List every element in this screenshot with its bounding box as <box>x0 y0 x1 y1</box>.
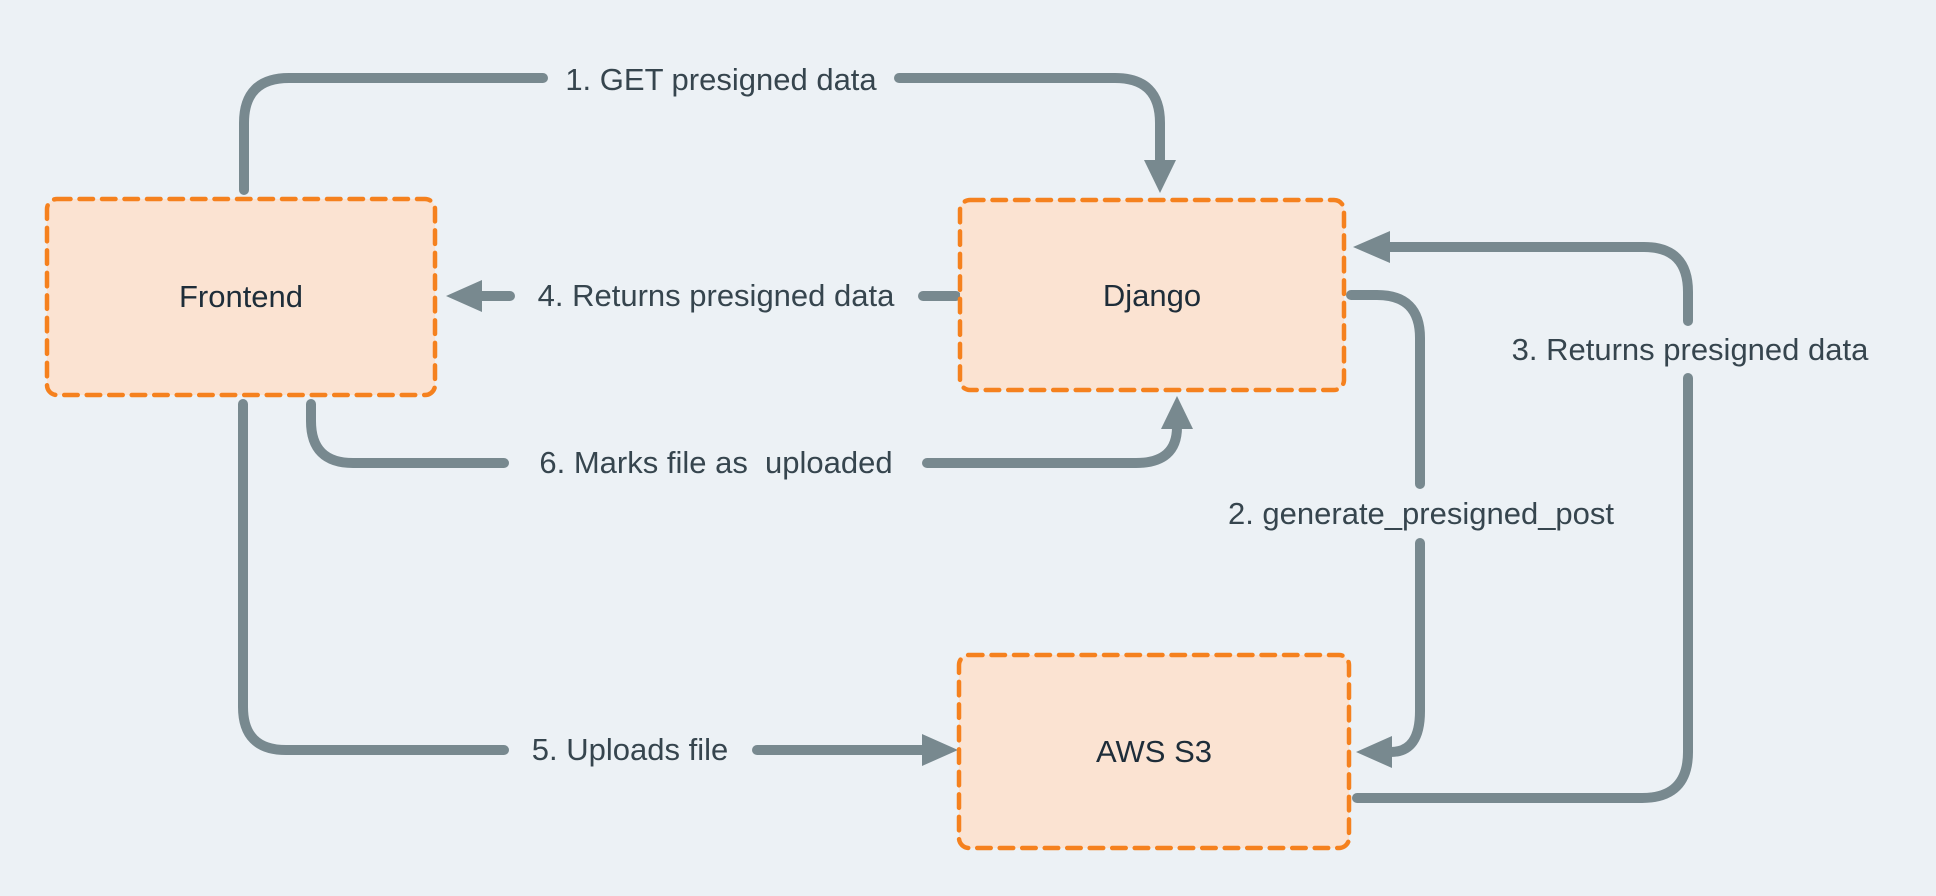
aws-s3-label: AWS S3 <box>1096 734 1212 769</box>
django-box <box>957 197 1347 393</box>
frontend-box <box>44 196 438 398</box>
edge-returns-presigned-data-to-django <box>1352 231 1693 803</box>
edge-marks-file-uploaded <box>306 396 1193 468</box>
edge-1-segment-right <box>894 73 1165 165</box>
edge-4-label: 4. Returns presigned data <box>538 278 895 313</box>
node-django: Django <box>957 197 1347 393</box>
edge-2-segment-bottom <box>1386 538 1425 757</box>
edge-6-segment-right <box>922 422 1182 468</box>
node-aws-s3: AWS S3 <box>956 652 1352 851</box>
arrowhead-left-icon <box>1353 231 1390 263</box>
edge-3-segment-top <box>1384 242 1693 326</box>
arrowhead-left-icon <box>1356 736 1392 768</box>
arrowhead-down-icon <box>1144 160 1176 193</box>
edge-returns-presigned-data-to-frontend <box>446 280 961 312</box>
edge-get-presigned-data <box>239 73 1176 195</box>
edge-1-label: 1. GET presigned data <box>565 62 877 97</box>
django-label: Django <box>1103 278 1201 313</box>
edge-3-segment-bottom <box>1352 373 1693 803</box>
edge-5-label: 5. Uploads file <box>532 732 728 767</box>
edge-generate-presigned-post <box>1346 290 1425 768</box>
arrowhead-left-icon <box>446 280 482 312</box>
edge-2-label: 2. generate_presigned_post <box>1228 496 1614 531</box>
edge-1-segment-left <box>239 73 548 195</box>
edge-6-segment-left <box>306 399 509 468</box>
node-frontend: Frontend <box>44 196 438 398</box>
arrowhead-right-icon <box>922 734 958 766</box>
edge-3-label: 3. Returns presigned data <box>1512 332 1869 367</box>
edge-uploads-file <box>238 399 958 766</box>
aws-s3-box <box>956 652 1352 851</box>
arrowhead-up-icon <box>1161 396 1193 429</box>
edge-2-segment-top <box>1346 290 1425 489</box>
edge-5-segment-left <box>238 399 509 755</box>
frontend-label: Frontend <box>179 279 303 314</box>
edge-6-label: 6. Marks file as uploaded <box>539 445 892 480</box>
